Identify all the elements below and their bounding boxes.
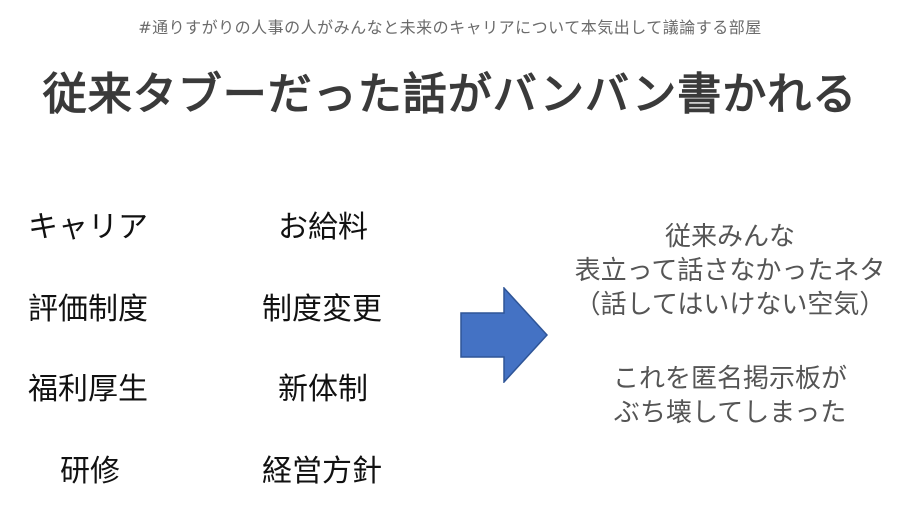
topic-management-policy: 経営方針	[262, 454, 382, 489]
topic-evaluation-system: 評価制度	[28, 292, 148, 327]
slide-title: 従来タブーだった話がバンバン書かれる	[42, 69, 858, 120]
topic-new-structure: 新体制	[278, 372, 368, 407]
message-line-4: これを匿名掲示板が	[612, 364, 847, 394]
topic-policy-change: 制度変更	[262, 292, 382, 327]
message-line-3: （話してはいけない空気）	[574, 290, 886, 320]
topic-training: 研修	[60, 454, 120, 489]
message-line-2: 表立って話さなかったネタ	[574, 256, 886, 286]
topic-salary: お給料	[278, 210, 368, 245]
hashtag-caption: #通りすがりの人事の人がみんなと未来のキャリアについて本気出して議論する部屋	[138, 18, 762, 37]
message-line-5: ぶち壊してしまった	[613, 398, 847, 428]
message-line-1: 従来みんな	[664, 222, 795, 252]
right-arrow-icon	[460, 287, 548, 383]
topic-career: キャリア	[28, 210, 148, 245]
topic-welfare: 福利厚生	[28, 372, 148, 407]
